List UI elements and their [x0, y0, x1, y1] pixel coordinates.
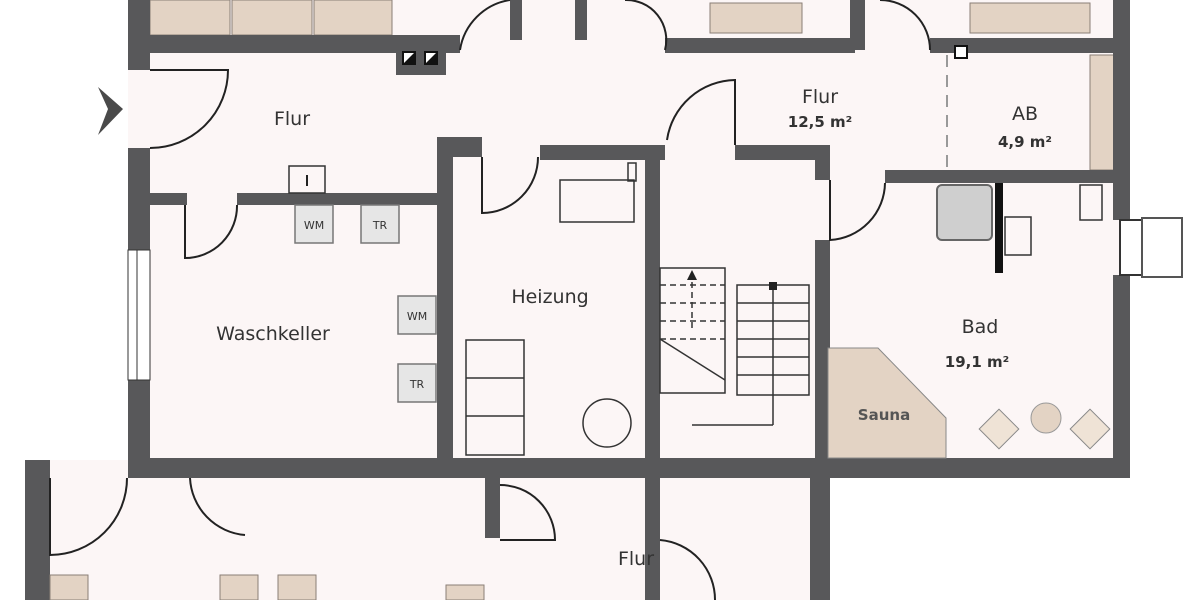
room-label-flur: Flur: [618, 548, 654, 570]
appliance-wm-2: WM: [397, 295, 437, 335]
heating-equipment: [465, 162, 637, 456]
bottom-cabinets: [49, 574, 485, 600]
appliance-label: TR: [372, 219, 388, 232]
appliance-tr-1: TR: [360, 204, 400, 244]
room-label-flur: Flur: [274, 108, 310, 130]
chair-icon: [978, 408, 1020, 450]
room-label-flur: Flur: [802, 86, 838, 108]
appliance-wm-1: WM: [294, 204, 334, 244]
room-area-flur: 12,5 m²: [788, 113, 852, 131]
room-label-bad: Bad: [962, 316, 999, 338]
sauna-cabin: [827, 347, 947, 459]
sink-icon: [288, 165, 326, 194]
appliance-label: WM: [407, 310, 427, 323]
room-label-ab: AB: [1012, 103, 1038, 125]
room-label-sauna: Sauna: [858, 406, 910, 424]
windows: [127, 217, 1183, 381]
doors: [49, 0, 931, 600]
entrance-arrow-icon: [98, 87, 123, 135]
appliance-tr-2: TR: [397, 363, 437, 403]
appliance-label: WM: [304, 219, 324, 232]
chimney-icons: [402, 45, 968, 65]
table-icon: [1030, 402, 1062, 434]
appliance-label: TR: [409, 378, 425, 391]
staircase: [659, 267, 810, 426]
room-label-heizung: Heizung: [511, 286, 588, 308]
room-area-bad: 19,1 m²: [945, 353, 1009, 371]
room-label-waschkeller: Waschkeller: [216, 323, 330, 345]
bath-partition: [995, 183, 1003, 273]
washbasin-icon: [1004, 216, 1032, 256]
shower-icon: [936, 184, 993, 241]
bath-fixtures: [827, 184, 1111, 459]
top-cabinets: [149, 0, 1121, 171]
room-area-ab: 4,9 m²: [998, 133, 1052, 151]
toilet-icon: [1079, 184, 1103, 221]
chair-icon: [1069, 408, 1111, 450]
